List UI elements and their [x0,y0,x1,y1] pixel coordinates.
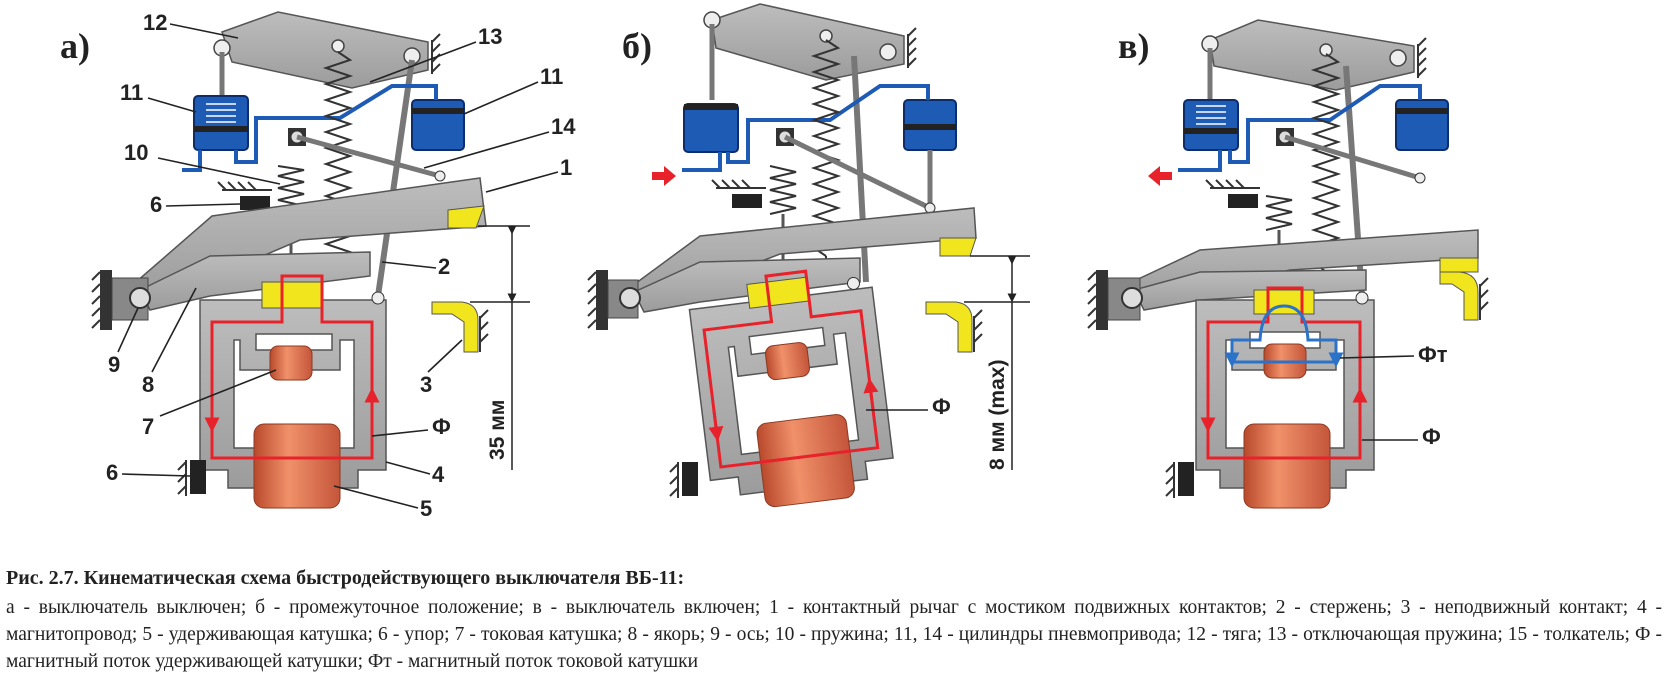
label-12: 12 [143,10,167,35]
moving-contact [939,237,977,257]
pneumatic-cylinder-11-right [1395,99,1449,151]
panel-b-title: б) [622,26,652,66]
axis-9 [91,270,151,330]
label-5: 5 [420,496,432,521]
stop-6-lower [669,462,698,498]
caption-body: а - выключатель выключен; б - промежуточ… [6,597,1662,672]
label-10: 10 [124,140,148,165]
label-2: 2 [438,254,450,279]
label-11-right: 11 [540,64,563,89]
pneumatic-cylinder-11-left [1178,99,1239,172]
dimension-8mm-label: 8 мм (max) [986,360,1009,470]
label-3: 3 [420,372,432,397]
fixed-contact-3 [925,301,973,353]
caption-title: Рис. 2.7. Кинематическая схема быстродей… [6,567,685,589]
pneumatic-cylinder-11-right [903,99,957,206]
label-phi: Ф [932,394,951,419]
link-rod-12 [711,3,905,81]
label-phi: Ф [1422,424,1441,449]
armature-8 [1132,269,1367,311]
label-1: 1 [560,155,572,180]
label-4: 4 [432,462,445,487]
label-13: 13 [478,24,502,49]
output-arrow [1148,166,1172,186]
panel-c-title: в) [1118,26,1149,66]
moving-contact [1439,257,1479,273]
label-phi-t: Фт [1418,342,1448,367]
label-6-lower: 6 [106,460,118,485]
link-rod-12 [221,11,429,89]
current-coil-7 [269,345,313,381]
release-spring-13 [810,39,842,257]
label-14: 14 [551,114,576,139]
release-spring-13 [1310,53,1342,273]
figure-caption: Рис. 2.7. Кинематическая схема быстродей… [6,567,1662,675]
panel-a-title: а) [60,26,90,66]
pneumatic-cylinder-11-right [411,99,465,151]
moving-contact [447,205,485,229]
label-8: 8 [142,372,154,397]
holding-coil-5 [756,414,855,508]
axis-9 [587,270,641,330]
current-flux-path [1230,304,1338,364]
holding-coil-5 [253,423,341,509]
air-pipe [234,84,438,164]
current-coil-7 [764,342,810,381]
axis-9 [1087,270,1143,330]
label-phi: Ф [432,414,451,439]
panel-a: а) [60,10,576,521]
pneumatic-cylinder-11-left [182,95,249,172]
holding-coil-5 [1243,423,1331,509]
pneumatic-cylinder-14-rod [296,134,441,179]
air-pipe [1228,84,1422,164]
input-arrow [652,166,676,186]
yellow-pole-piece [261,281,323,309]
pneumatic-cylinder-14-rod [783,134,932,211]
panel-b: б) [587,3,1030,508]
label-9: 9 [108,352,120,377]
spring-10 [1265,195,1293,231]
spring-10 [769,165,797,215]
stop-6-upper [711,179,766,208]
dimension-35mm: 35 мм [470,225,530,470]
pneumatic-cylinder-11-left [682,103,739,172]
air-pipe [726,84,930,164]
armature-8 [138,251,371,311]
label-6-upper: 6 [150,192,162,217]
stop-6-upper [217,181,272,210]
yellow-pole-piece [1253,289,1315,315]
fixed-contact-3 [1439,271,1479,321]
fixed-contact-3 [431,301,479,353]
link-rod-12 [1209,19,1415,91]
dimension-35mm-label: 35 мм [486,400,509,460]
label-7: 7 [142,414,154,439]
kinematic-diagram: а) [60,3,1489,521]
stop-6-upper [1205,179,1260,208]
pneumatic-cylinder-14-rod [1284,134,1421,181]
stop-6-lower [1165,462,1194,498]
dimension-8mm: 8 мм (max) [964,255,1030,470]
label-11-left: 11 [120,80,143,105]
stop-6-lower [177,460,206,496]
panel-c: в) [1087,19,1489,509]
